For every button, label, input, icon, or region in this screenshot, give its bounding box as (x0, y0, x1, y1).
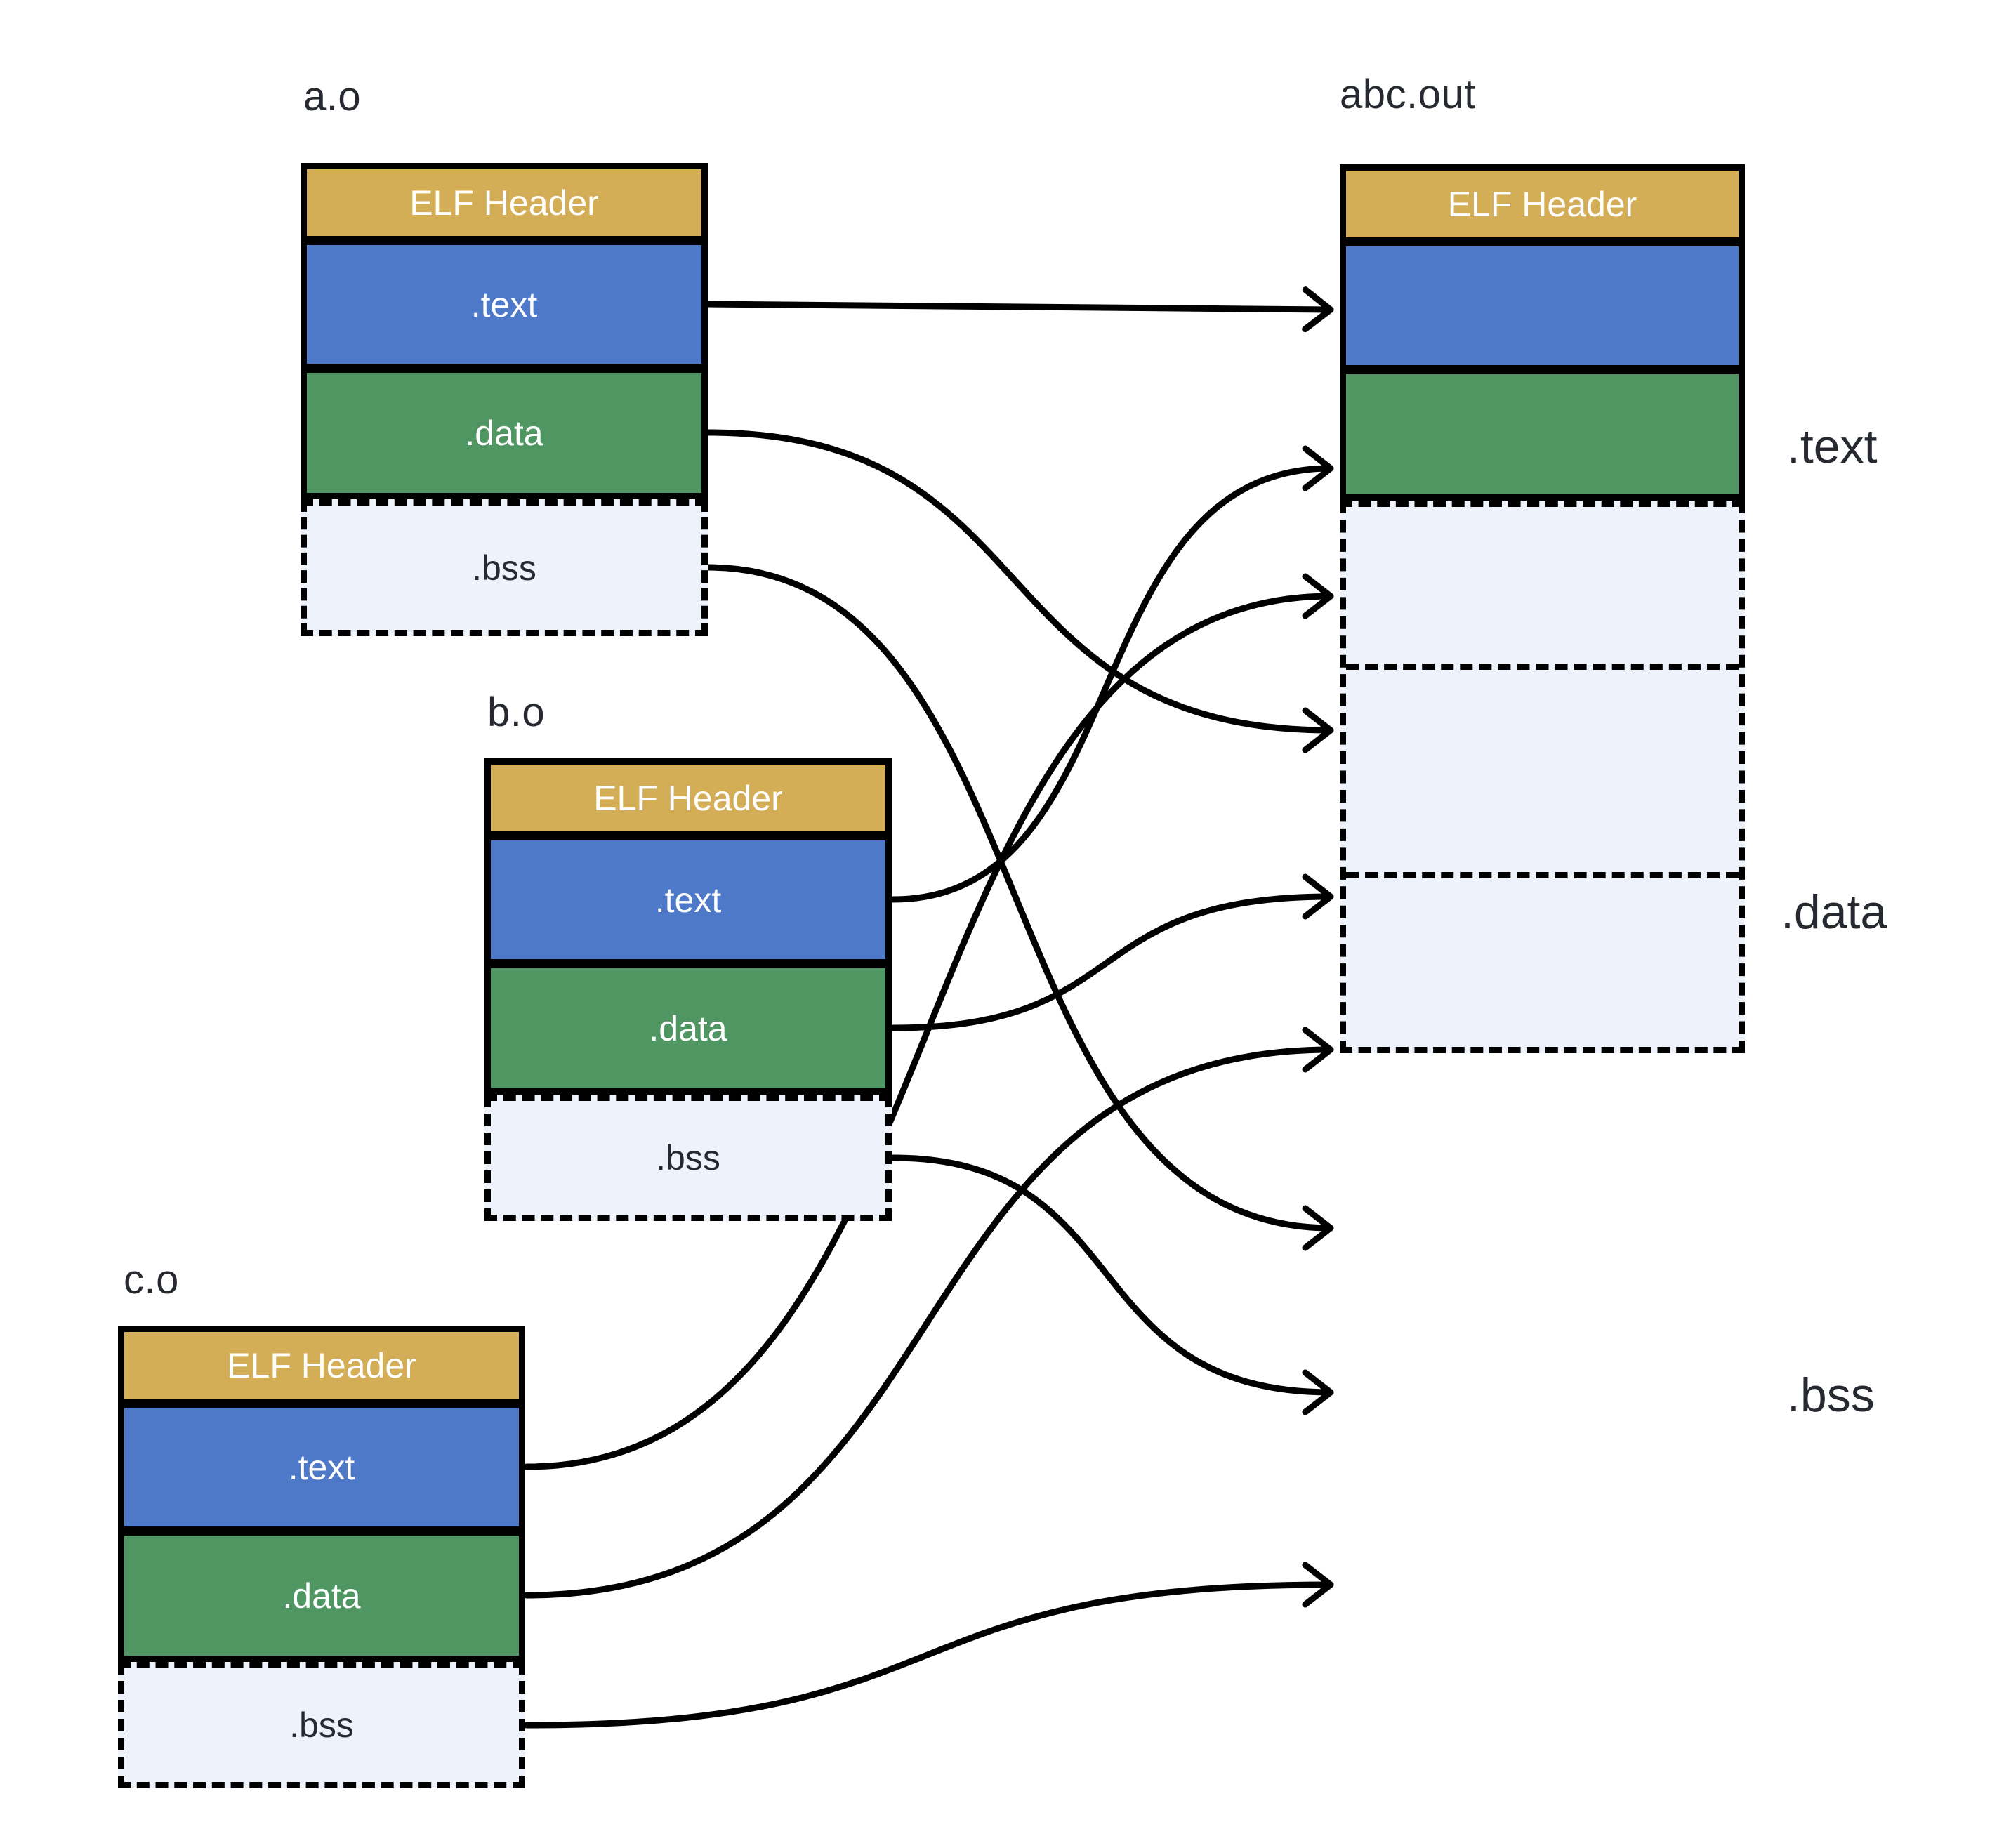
section-label: ELF Header (593, 778, 783, 818)
co-data-section: .data (118, 1529, 525, 1662)
co-bss-section: .bss (118, 1662, 525, 1788)
out-side-label-bss: .bss (1787, 1368, 1875, 1422)
co-text-section: .text (118, 1401, 525, 1533)
section-label: .text (470, 284, 538, 324)
section-label: .bss (472, 548, 536, 588)
out-elf-header-section: ELF Header (1340, 164, 1745, 244)
bss-part-divider-1 (1346, 664, 1739, 670)
section-label: ELF Header (227, 1345, 416, 1385)
section-label: .text (288, 1447, 355, 1487)
out-side-label-text: .text (1787, 420, 1878, 473)
co-elf-header-section: ELF Header (118, 1326, 525, 1405)
arrow-ao-bss-to-out-bss1 (704, 564, 1334, 1251)
bss-part-divider-2 (1346, 872, 1739, 878)
section-label: .data (282, 1576, 361, 1616)
arrow-co-text-to-out-text3 (523, 573, 1334, 1470)
ao-data-section: .data (301, 367, 708, 499)
bo-elf-header-section: ELF Header (484, 758, 892, 838)
section-label: .bss (289, 1705, 354, 1745)
object-file-box-bo: ELF Header .text .data .bss (484, 758, 892, 1221)
section-label: .data (649, 1008, 727, 1048)
section-label: .data (465, 413, 543, 453)
arrow-bo-bss-to-out-bss2 (890, 1154, 1334, 1415)
output-file-box-abc-out: ELF Header (1340, 164, 1745, 1053)
object-file-box-ao: ELF Header .text .data .bss (301, 163, 708, 636)
arrow-bo-data-to-out-data2 (890, 873, 1334, 1031)
section-label: .bss (656, 1138, 720, 1177)
ao-bss-section: .bss (301, 499, 708, 636)
file-label-bo: b.o (487, 689, 546, 735)
file-label-abc-out: abc.out (1340, 72, 1476, 117)
section-label: ELF Header (1447, 184, 1637, 224)
bo-bss-section: .bss (484, 1095, 892, 1221)
object-file-box-co: ELF Header .text .data .bss (118, 1326, 525, 1788)
out-text-section (1340, 240, 1745, 549)
arrow-ao-data-to-out-data1 (704, 429, 1334, 753)
ao-elf-header-section: ELF Header (301, 163, 708, 242)
file-label-co: c.o (124, 1257, 179, 1302)
ao-text-section: .text (301, 239, 708, 370)
arrow-ao-text-to-out-text1 (704, 286, 1334, 333)
section-label: ELF Header (409, 183, 599, 223)
bo-text-section: .text (484, 834, 892, 965)
out-side-label-data: .data (1781, 885, 1887, 939)
arrow-co-bss-to-out-bss3 (523, 1562, 1334, 1729)
bo-data-section: .data (484, 962, 892, 1095)
arrow-bo-text-to-out-text2 (890, 445, 1334, 903)
file-label-ao: a.o (303, 74, 362, 119)
section-label: .text (654, 880, 722, 920)
out-bss-section (1340, 501, 1745, 1053)
out-data-section (1340, 368, 1745, 681)
arrow-co-data-to-out-data3 (523, 1027, 1334, 1599)
